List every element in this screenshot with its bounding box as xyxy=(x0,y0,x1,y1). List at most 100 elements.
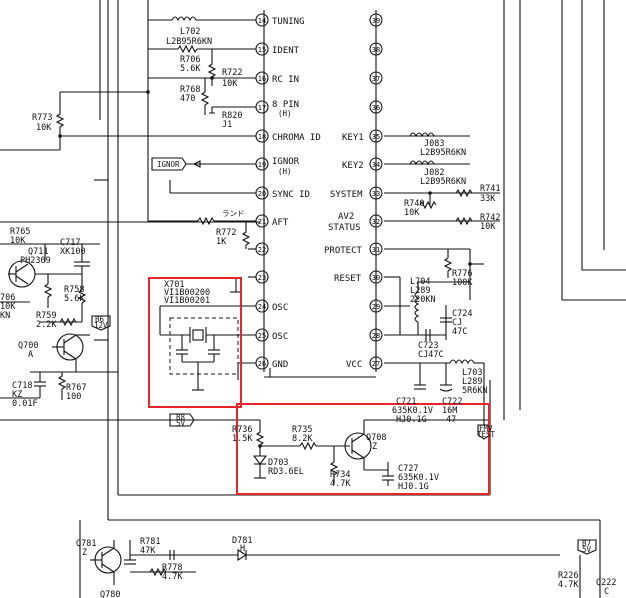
svg-text:STATUS: STATUS xyxy=(328,223,361,233)
svg-text:30: 30 xyxy=(372,274,380,282)
svg-text:PH2369: PH2369 xyxy=(20,256,51,266)
svg-text:B7: B7 xyxy=(582,539,591,548)
svg-text:FMV: FMV xyxy=(479,424,493,433)
svg-text:33: 33 xyxy=(372,190,380,198)
svg-text:28: 28 xyxy=(372,332,380,340)
svg-text:C724: C724 xyxy=(452,309,472,319)
svg-text:AV2: AV2 xyxy=(338,212,354,222)
svg-text:R772: R772 xyxy=(216,228,236,238)
svg-text:47C: 47C xyxy=(452,327,467,337)
svg-text:L2B95R6KN: L2B95R6KN xyxy=(420,148,466,158)
svg-text:R781: R781 xyxy=(140,537,160,547)
svg-text:Q781: Q781 xyxy=(76,539,96,549)
svg-text:47K: 47K xyxy=(140,546,156,556)
svg-text:J1: J1 xyxy=(222,120,232,130)
q708-block xyxy=(252,419,490,486)
svg-text:5.6K: 5.6K xyxy=(180,64,201,74)
svg-text:5.6K: 5.6K xyxy=(64,294,85,304)
svg-text:635K0.1V: 635K0.1V xyxy=(392,406,433,416)
svg-text:L2B95R6KN: L2B95R6KN xyxy=(420,177,466,187)
svg-text:1K: 1K xyxy=(216,237,227,247)
svg-text:34: 34 xyxy=(372,161,380,169)
svg-text:OSC: OSC xyxy=(272,303,288,313)
svg-text:4.7K: 4.7K xyxy=(558,580,579,590)
svg-text:35: 35 xyxy=(372,133,380,141)
svg-text:5R6KN: 5R6KN xyxy=(462,386,488,396)
component-labels: L702 L2B95R6KN R706 5.6K R722 10K R768 4… xyxy=(0,27,616,598)
q781-block xyxy=(79,520,601,598)
svg-text:10K: 10K xyxy=(10,236,26,246)
svg-text:16M: 16M xyxy=(442,406,457,416)
right-pin-29: 29 xyxy=(369,299,383,313)
svg-text:GND: GND xyxy=(272,360,288,370)
svg-text:5V: 5V xyxy=(582,545,592,554)
svg-text:4.7K: 4.7K xyxy=(330,479,351,489)
svg-text:TEST: TEST xyxy=(477,430,496,439)
svg-text:C: C xyxy=(604,587,609,597)
svg-text:X701: X701 xyxy=(164,280,184,290)
svg-text:(H): (H) xyxy=(278,109,292,118)
svg-text:C717: C717 xyxy=(60,238,80,248)
svg-text:R706: R706 xyxy=(180,55,200,65)
svg-text:R742: R742 xyxy=(480,213,500,223)
svg-text:IGNOR: IGNOR xyxy=(157,160,180,169)
svg-text:OSC: OSC xyxy=(272,332,288,342)
svg-text:24: 24 xyxy=(258,303,266,311)
svg-text:R226: R226 xyxy=(558,571,578,581)
svg-text:B8: B8 xyxy=(176,413,186,422)
svg-text:VCC: VCC xyxy=(346,360,362,370)
svg-text:(H): (H) xyxy=(278,167,292,176)
svg-text:22: 22 xyxy=(258,246,266,254)
svg-text:12V: 12V xyxy=(94,321,108,330)
svg-text:39: 39 xyxy=(372,17,380,25)
svg-text:ランド: ランド xyxy=(222,209,245,218)
svg-text:470: 470 xyxy=(180,94,195,104)
svg-text:38: 38 xyxy=(372,46,380,54)
svg-text:17: 17 xyxy=(258,104,266,112)
svg-text:VI1B00201: VI1B00201 xyxy=(164,296,210,306)
svg-text:100K: 100K xyxy=(452,278,473,288)
svg-text:RC IN: RC IN xyxy=(272,75,299,85)
svg-text:29: 29 xyxy=(372,303,380,311)
svg-text:5V: 5V xyxy=(176,419,186,428)
svg-text:SYSTEM: SYSTEM xyxy=(330,190,363,200)
svg-text:Z: Z xyxy=(372,442,377,452)
svg-text:XK100: XK100 xyxy=(60,247,86,257)
svg-text:J083: J083 xyxy=(424,139,444,149)
svg-text:TUNING: TUNING xyxy=(272,17,305,27)
svg-text:L2B95R6KN: L2B95R6KN xyxy=(166,37,212,47)
svg-text:18: 18 xyxy=(258,133,266,141)
left-pin-23: 23 xyxy=(255,270,269,284)
svg-text:C723: C723 xyxy=(418,341,438,351)
svg-text:Q222: Q222 xyxy=(596,578,616,588)
svg-text:2.2K: 2.2K xyxy=(36,320,57,330)
svg-text:L703: L703 xyxy=(462,368,482,378)
svg-text:220KN: 220KN xyxy=(410,295,436,305)
svg-text:PROTECT: PROTECT xyxy=(324,246,363,256)
right-pin-34: 34 KEY2 xyxy=(342,157,383,171)
svg-text:706: 706 xyxy=(0,293,15,303)
right-wiring xyxy=(384,132,500,440)
svg-text:26: 26 xyxy=(258,360,266,368)
svg-text:RD3.6EL: RD3.6EL xyxy=(268,467,304,477)
svg-text:Q711: Q711 xyxy=(28,247,48,257)
svg-text:AFT: AFT xyxy=(272,218,289,228)
svg-text:8.2K: 8.2K xyxy=(292,434,313,444)
svg-text:32: 32 xyxy=(372,218,380,226)
left-wiring xyxy=(0,0,260,520)
svg-text:0.01F: 0.01F xyxy=(12,399,38,409)
right-pin-37: 37 xyxy=(369,71,383,85)
svg-text:L702: L702 xyxy=(180,27,200,37)
svg-text:R773: R773 xyxy=(32,113,52,123)
highlight-box-crystal xyxy=(148,277,242,408)
svg-text:CJ47C: CJ47C xyxy=(418,350,444,360)
svg-text:KEY2: KEY2 xyxy=(342,161,364,171)
svg-text:D781: D781 xyxy=(232,536,252,546)
svg-text:8 PIN: 8 PIN xyxy=(272,100,299,110)
